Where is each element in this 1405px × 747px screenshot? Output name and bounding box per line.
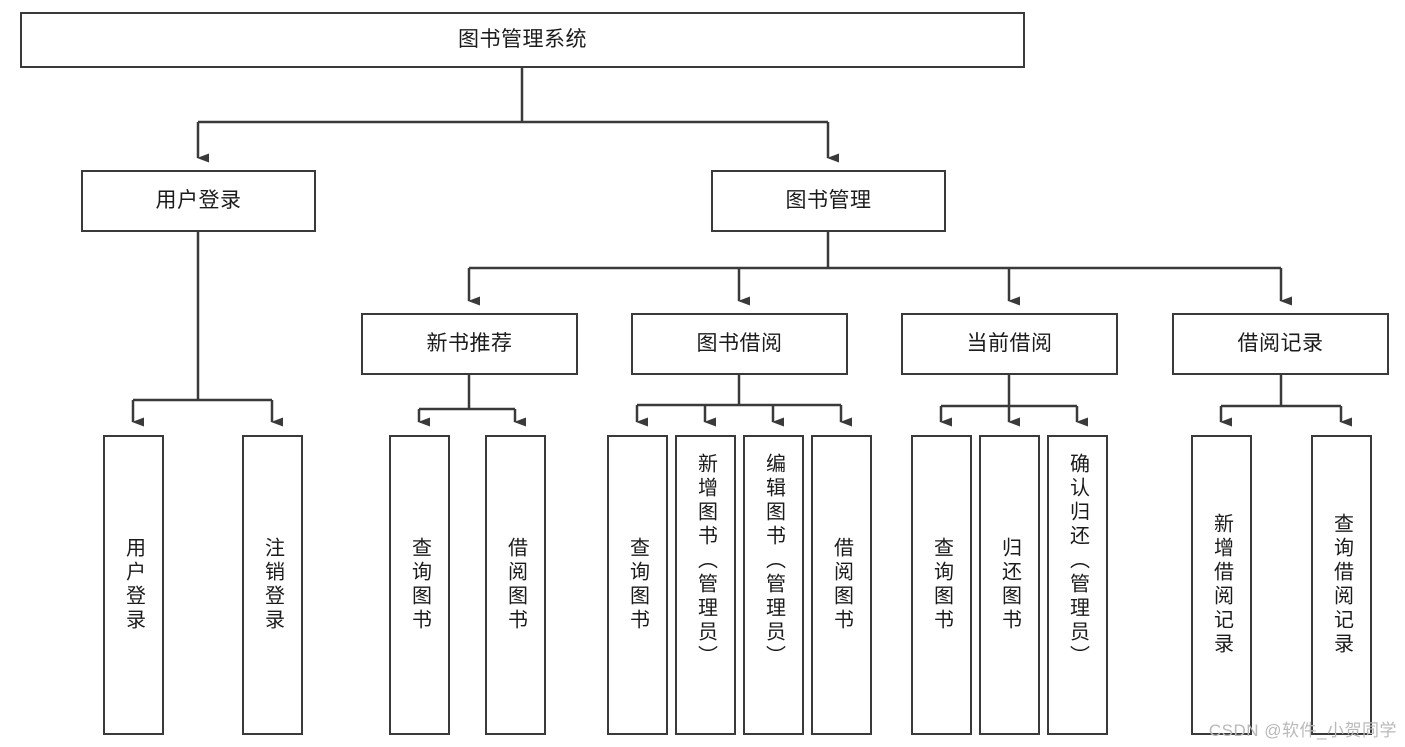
- node-label: 图书借阅: [696, 331, 783, 355]
- node-label: 查询图书: [408, 537, 431, 633]
- node-leaf-return-books[interactable]: 归还图书: [979, 435, 1040, 735]
- node-label: 查询图书: [626, 537, 649, 633]
- node-label: 借阅图书: [830, 537, 853, 633]
- watermark-text: CSDN @软件_小贺同学: [1208, 721, 1397, 740]
- node-label: 新增借阅记录: [1210, 513, 1233, 657]
- node-user-login[interactable]: 用户登录: [81, 170, 316, 232]
- node-leaf-query-books-current[interactable]: 查询图书: [911, 435, 972, 735]
- node-book-management[interactable]: 图书管理: [711, 170, 946, 232]
- node-label: 确认归还（管理员）: [1066, 453, 1089, 669]
- node-label: 查询借阅记录: [1330, 513, 1353, 657]
- node-leaf-logout[interactable]: 注销登录: [242, 435, 303, 735]
- node-label: 新书推荐: [426, 331, 513, 355]
- node-leaf-query-books-borrow[interactable]: 查询图书: [607, 435, 668, 735]
- node-book-borrowing[interactable]: 图书借阅: [631, 313, 848, 375]
- node-label: 借阅图书: [504, 537, 527, 633]
- node-label: 编辑图书（管理员）: [762, 453, 785, 669]
- node-label: 注销登录: [261, 537, 284, 633]
- node-leaf-borrow-books[interactable]: 借阅图书: [811, 435, 872, 735]
- node-new-book-recommendation[interactable]: 新书推荐: [361, 313, 578, 375]
- node-leaf-add-book-admin[interactable]: 新增图书（管理员）: [675, 435, 736, 735]
- node-leaf-add-borrow-record[interactable]: 新增借阅记录: [1191, 435, 1252, 735]
- node-label: 归还图书: [998, 537, 1021, 633]
- node-leaf-confirm-return-admin[interactable]: 确认归还（管理员）: [1047, 435, 1108, 735]
- node-label: 图书管理: [785, 188, 872, 212]
- node-label: 新增图书（管理员）: [694, 453, 717, 669]
- node-leaf-query-borrow-record[interactable]: 查询借阅记录: [1311, 435, 1372, 735]
- node-root-book-management-system[interactable]: 图书管理系统: [20, 12, 1025, 68]
- node-label: 查询图书: [930, 537, 953, 633]
- node-leaf-user-login[interactable]: 用户登录: [103, 435, 164, 735]
- node-label: 图书管理系统: [458, 27, 587, 51]
- node-leaf-edit-book-admin[interactable]: 编辑图书（管理员）: [743, 435, 804, 735]
- node-leaf-borrow-books-recommend[interactable]: 借阅图书: [485, 435, 546, 735]
- node-label: 借阅记录: [1237, 331, 1324, 355]
- node-leaf-query-books-recommend[interactable]: 查询图书: [389, 435, 450, 735]
- node-label: 当前借阅: [966, 331, 1053, 355]
- node-current-borrowing[interactable]: 当前借阅: [901, 313, 1118, 375]
- node-label: 用户登录: [155, 188, 242, 212]
- node-label: 用户登录: [122, 537, 145, 633]
- node-borrowing-records[interactable]: 借阅记录: [1172, 313, 1389, 375]
